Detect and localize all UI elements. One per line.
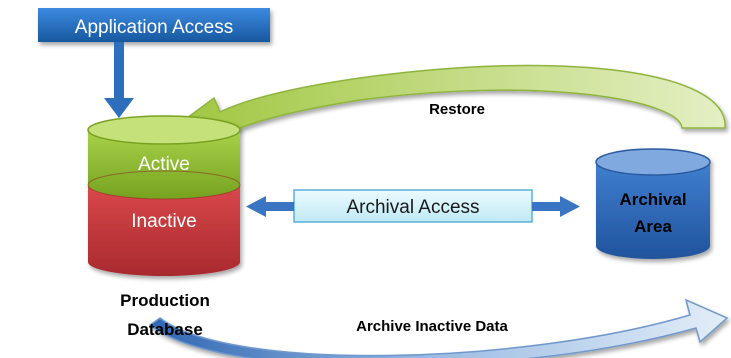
archival-access-right-arrow [532, 196, 580, 217]
archival-area-cylinder [595, 148, 711, 259]
archival-area-line2: Area [634, 217, 672, 236]
app-access-down-arrow [104, 42, 134, 118]
archival-access-label: Archival Access [346, 197, 479, 218]
inactive-label: Inactive [131, 211, 196, 232]
production-caption-line1: Production [120, 291, 210, 310]
production-caption-line2: Database [127, 320, 203, 339]
production-database-cylinder [87, 115, 241, 276]
application-access-label: Application Access [75, 17, 233, 38]
archival-area-line1: Archival [619, 190, 686, 209]
active-label: Active [138, 154, 190, 175]
restore-label: Restore [429, 101, 485, 118]
archive-inactive-data-arrow [148, 298, 729, 358]
archive-inactive-data-label: Archive Inactive Data [356, 318, 508, 335]
application-access-box [38, 8, 270, 42]
restore-arrow [158, 64, 726, 151]
archival-access-left-arrow [246, 196, 294, 217]
